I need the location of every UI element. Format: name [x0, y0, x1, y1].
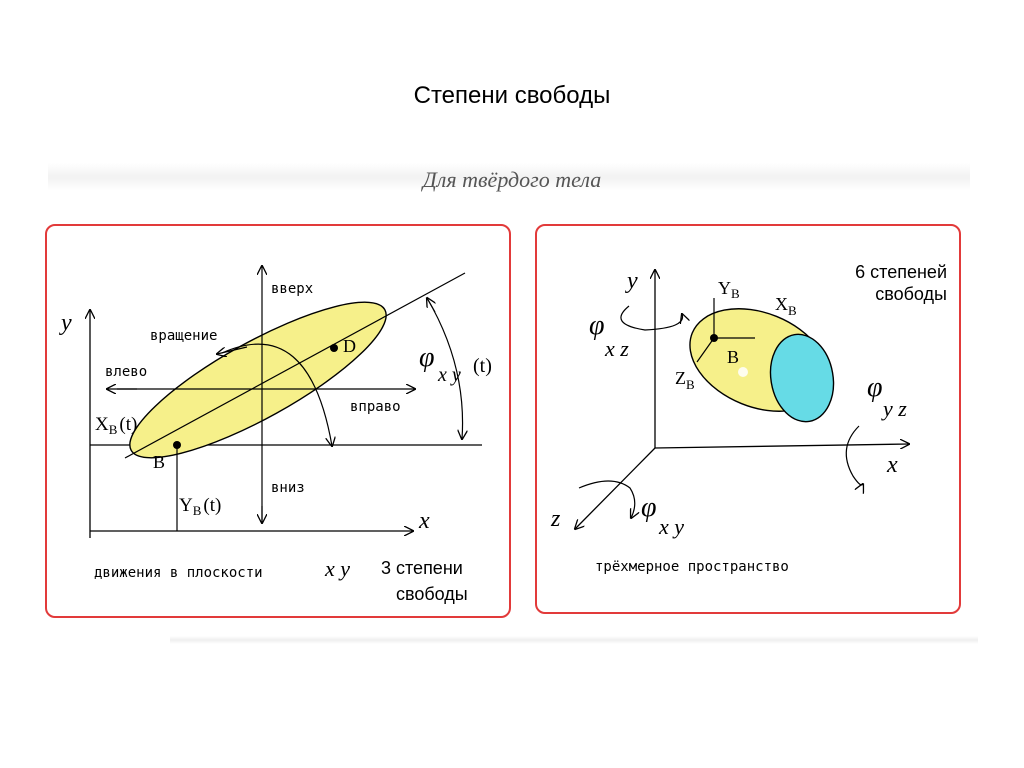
- phi-yz-subscript: y z: [881, 396, 907, 421]
- phi-yz-symbol: φ: [867, 372, 883, 403]
- angle-arc: [426, 297, 463, 439]
- caption-dof-line1: 3 степени: [381, 558, 463, 578]
- x-axis-label: x: [886, 452, 898, 478]
- xb-label: XB(t): [95, 414, 137, 437]
- local-z-line: [696, 337, 715, 363]
- y-axis-label: y: [625, 268, 638, 294]
- planar-motion-panel: y x вверх вниз влево вправо вращение φ x…: [45, 224, 511, 618]
- rotation-x-arc: [845, 425, 863, 485]
- spatial-motion-panel: y x z φ x z φ y z φ x y B YB XB ZB: [535, 224, 961, 614]
- caption-plane: x y: [324, 556, 350, 581]
- yb-label: YB(t): [179, 495, 221, 518]
- angle-arc-tip: [427, 298, 435, 313]
- body-end-face: [769, 333, 835, 423]
- subtitle-band: [48, 163, 970, 191]
- phi-symbol: φ: [419, 342, 435, 373]
- highlight-dot: [738, 367, 748, 377]
- phi-xy-symbol: φ: [641, 492, 657, 523]
- phi-xy-subscript: x y: [658, 514, 684, 539]
- z-axis: [575, 447, 656, 529]
- point-b-label: B: [153, 452, 165, 472]
- phi-suffix: (t): [473, 355, 492, 377]
- rotation-z-arc: [578, 480, 635, 518]
- rotation-y-arc: [620, 305, 683, 331]
- zb-label: ZB: [675, 368, 695, 392]
- right-label: вправо: [350, 399, 401, 415]
- z-axis-label: z: [550, 506, 561, 532]
- phi-subscript: x y: [437, 364, 461, 386]
- y-axis-label: y: [59, 310, 72, 336]
- dof-line1: 6 степеней: [855, 262, 947, 282]
- point-d-label: D: [343, 336, 356, 356]
- x-axis: [654, 444, 909, 448]
- x-axis-label: x: [418, 508, 430, 534]
- phi-xz-subscript: x z: [604, 336, 629, 361]
- point-d-dot: [330, 344, 338, 352]
- rotation-arc-back: [217, 346, 248, 354]
- point-b-label: B: [727, 347, 739, 367]
- planar-motion-diagram: y x вверх вниз влево вправо вращение φ x…: [59, 226, 492, 604]
- subtitle: Для твёрдого тела: [422, 167, 602, 192]
- bottom-band: [170, 636, 978, 644]
- caption-motion: движения в плоскости: [94, 565, 263, 581]
- caption-dof-line2: свободы: [396, 584, 468, 604]
- left-label: влево: [105, 364, 147, 380]
- body-axis-line: [124, 272, 466, 459]
- slide-title: Степени свободы: [413, 82, 611, 109]
- caption-3d: трёхмерное пространство: [595, 559, 789, 575]
- rotation-arc: [221, 343, 332, 446]
- xb-label: XB: [775, 294, 797, 318]
- up-label: вверх: [271, 281, 313, 297]
- phi-xz-symbol: φ: [589, 310, 605, 341]
- dof-line2: свободы: [875, 284, 947, 304]
- down-label: вниз: [271, 480, 305, 496]
- yb-label: YB: [718, 278, 740, 301]
- rotation-label: вращение: [150, 328, 217, 344]
- spatial-motion-diagram: y x z φ x z φ y z φ x y B YB XB ZB: [550, 262, 947, 575]
